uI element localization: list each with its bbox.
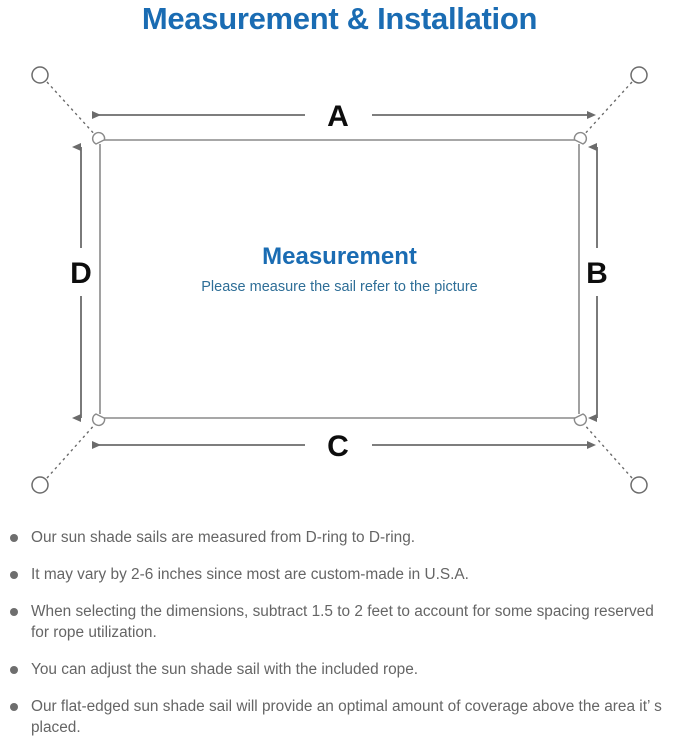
d-ring-bottom-left <box>91 413 106 427</box>
bullet-icon <box>10 703 18 711</box>
d-ring-top-right <box>573 131 588 145</box>
list-item: It may vary by 2-6 inches since most are… <box>0 564 679 585</box>
diagram-center-title: Measurement <box>262 243 417 270</box>
list-item: You can adjust the sun shade sail with t… <box>0 659 679 680</box>
measurement-diagram: A C D B <box>0 48 679 518</box>
page-title: Measurement & Installation <box>141 1 538 36</box>
rope-lines <box>46 81 633 479</box>
dimension-label-a: A <box>327 100 349 133</box>
bullet-icon <box>10 534 18 542</box>
notes-list: Our sun shade sails are measured from D-… <box>0 527 679 754</box>
sail-outline <box>99 139 580 419</box>
note-text: Our sun shade sails are measured from D-… <box>31 529 416 546</box>
rope-bottom-left <box>46 421 98 479</box>
note-text: When selecting the dimensions, subtract … <box>31 603 654 641</box>
bullet-icon <box>10 608 18 616</box>
bullet-icon <box>10 571 18 579</box>
dimension-label-c: C <box>327 430 349 463</box>
bullet-icon <box>10 666 18 674</box>
note-text: Our flat-edged sun shade sail will provi… <box>31 698 662 736</box>
rope-top-left <box>46 81 98 138</box>
note-text: You can adjust the sun shade sail with t… <box>31 661 419 678</box>
anchor-ring-top-right <box>630 66 648 84</box>
rope-top-right <box>581 81 633 138</box>
dimension-label-d: D <box>70 257 92 290</box>
note-text: It may vary by 2-6 inches since most are… <box>31 566 469 583</box>
anchor-ring-bottom-right <box>630 476 648 494</box>
dimension-label-b: B <box>586 257 608 290</box>
list-item: Our sun shade sails are measured from D-… <box>0 527 679 548</box>
list-item: When selecting the dimensions, subtract … <box>0 601 679 643</box>
d-ring-top-left <box>91 131 106 145</box>
rope-bottom-right <box>581 421 633 479</box>
anchor-ring-top-left <box>31 66 49 84</box>
diagram-center-subtitle: Please measure the sail refer to the pic… <box>201 279 478 295</box>
d-ring-bottom-right <box>573 413 588 427</box>
anchor-ring-bottom-left <box>31 476 49 494</box>
list-item: Our flat-edged sun shade sail will provi… <box>0 696 679 738</box>
